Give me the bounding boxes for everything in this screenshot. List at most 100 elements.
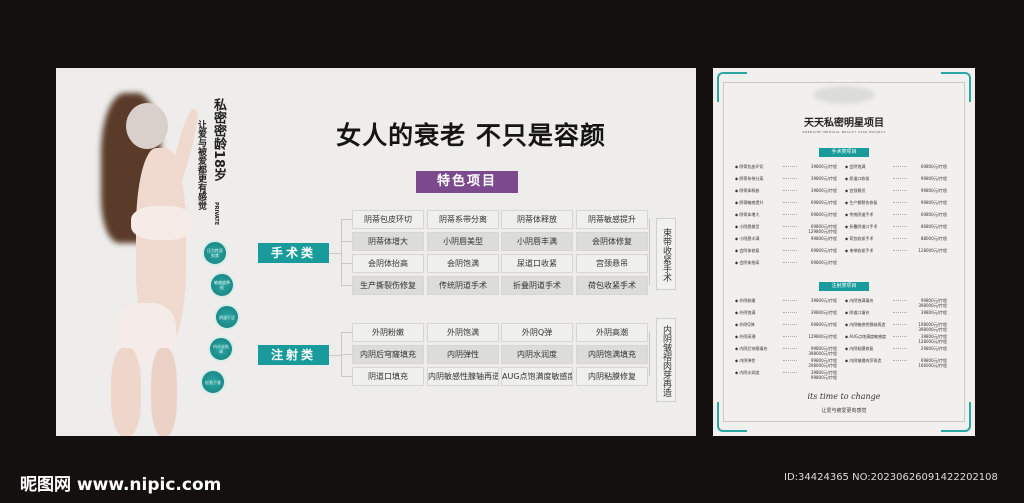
connector-line	[341, 376, 352, 377]
dotted-leader	[783, 248, 797, 251]
price-item-name: ◆ 外阴高潮	[735, 334, 756, 339]
project-cell: 内阴粘膜修复	[576, 367, 648, 386]
price-item: ◆ 外阴高潮 129800元/疗程	[735, 334, 837, 345]
price-item-name: ◆ 小阴唇美型	[735, 224, 760, 229]
project-cell: 阴蒂体增大	[352, 232, 424, 251]
price-value: 39800元/疗程	[810, 176, 837, 181]
featured-badge: 特色项目	[416, 171, 518, 193]
dotted-leader	[783, 322, 797, 325]
dotted-leader	[783, 370, 797, 373]
watermark-logo: 昵图网 www.nipic.com	[20, 475, 222, 495]
connector-line	[341, 354, 352, 355]
dotted-leader	[893, 224, 907, 227]
price-item: ◆ 会阴饱满 69800元/疗程	[845, 164, 947, 175]
project-cell: 小阴唇美型	[427, 232, 499, 251]
dotted-leader	[783, 298, 797, 301]
price-value: 69800元/疗程	[810, 200, 837, 205]
price-item-name: ◆ 束带收紧手术	[845, 248, 874, 253]
symptom-circle: 压力性尿失禁	[202, 240, 228, 266]
headline: 女人的衰老 不只是容颜	[336, 121, 606, 150]
price-value: 129800元/疗程	[808, 334, 837, 339]
dotted-leader	[893, 358, 907, 361]
price-item: ◆ 束带收紧手术 128000元/疗程	[845, 248, 947, 259]
price-item-name: ◆ 折叠阴道口手术	[845, 224, 878, 229]
dotted-leader	[893, 236, 907, 239]
surgery-category-label: 手术类	[258, 243, 329, 263]
price-item-name: ◆ 荷包收紧手术	[845, 236, 874, 241]
price-item: ◆ AUG点饱满度敏感度 39800元/疗程 128000元/疗程	[845, 334, 947, 345]
price-item: ◆ 内阴皱褶肉芽再造 69800元/疗程 166000元/疗程	[845, 358, 947, 369]
price-item: ◆ 小阴唇美型 69800元/疗程 129800元/疗程	[735, 224, 837, 235]
symptom-circle: 松弛下垂	[200, 369, 226, 395]
price-item-name: ◆ 外阴Q弹	[735, 322, 755, 327]
price-item: ◆ 外阴饱满 39800元/疗程	[735, 310, 837, 321]
price-value: 99800元/疗程 398000元/疗程	[918, 298, 947, 308]
price-value: 39800元/疗程 99800元/疗程	[810, 370, 837, 380]
project-cell: 外阴饱满	[427, 323, 499, 342]
price-item-name: ◆ AUG点饱满度敏感度	[845, 334, 887, 339]
connector-line	[329, 253, 341, 254]
corner-ornament	[717, 402, 747, 432]
project-cell: 阴蒂体释放	[501, 210, 573, 229]
price-item-name: ◆ 内阴后穹窿填充	[735, 346, 768, 351]
price-item-name: ◆ 会阴体抬高	[735, 260, 760, 265]
price-value: 69800元/疗程	[920, 164, 947, 169]
price-value: 39800元/疗程	[810, 310, 837, 315]
price-item-name: ◆ 阴蒂包皮环切	[735, 164, 764, 169]
project-cell: 荷包收紧手术	[576, 276, 648, 295]
price-item-name: ◆ 内阴弹性	[735, 358, 756, 363]
price-value: 99800元/疗程	[920, 200, 947, 205]
dotted-leader	[783, 334, 797, 337]
price-item-name: ◆ 内阴饱满填充	[845, 298, 874, 303]
dotted-leader	[783, 164, 797, 167]
dotted-leader	[783, 236, 797, 239]
project-cell: 阴道口填充	[352, 367, 424, 386]
price-value: 39800元/疗程	[920, 310, 947, 315]
dotted-leader	[893, 188, 907, 191]
dotted-leader	[783, 200, 797, 203]
corner-ornament	[941, 402, 971, 432]
project-cell: AUG点饱满度敏感度	[501, 367, 573, 386]
project-cell: 阴蒂包皮环切	[352, 210, 424, 229]
project-cell: 生产撕裂伤修复	[352, 276, 424, 295]
price-value: 128000元/疗程	[918, 248, 947, 253]
script-text: its time to change	[807, 392, 881, 401]
price-value: 86800元/疗程	[920, 224, 947, 229]
dotted-leader	[893, 346, 907, 349]
logo-placeholder	[813, 86, 875, 104]
price-value: 39800元/疗程	[810, 188, 837, 193]
dotted-leader	[893, 164, 907, 167]
price-item-name: ◆ 宫颈悬吊	[845, 188, 866, 193]
price-value: 69800元/疗程 166000元/疗程	[918, 358, 947, 368]
slogan-sub: 让爱与被爱都更有感觉	[196, 120, 206, 210]
dotted-leader	[783, 358, 797, 361]
sheet-title: 天天私密明星项目	[804, 118, 884, 129]
price-value: 39800元/疗程	[810, 298, 837, 303]
corner-ornament	[941, 72, 971, 102]
price-item-name: ◆ 会阴饱满	[845, 164, 866, 169]
price-item: ◆ 内阴饱满填充 99800元/疗程 398000元/疗程	[845, 298, 947, 309]
price-item-name: ◆ 外阴饱满	[735, 310, 756, 315]
project-cell: 会阴饱满	[427, 254, 499, 273]
price-value: 69800元/疗程 129800元/疗程	[808, 224, 837, 234]
price-value: 198000元/疗程 398000元/疗程	[918, 322, 947, 332]
dotted-leader	[893, 176, 907, 179]
price-item-name: ◆ 内阴皱褶肉芽再造	[845, 358, 882, 363]
injection-section-label: 注射类项目	[819, 282, 869, 291]
price-item-name: ◆ 阴蒂体释放	[735, 188, 760, 193]
model-photo	[81, 88, 202, 436]
price-value: 39800元/疗程 128000元/疗程	[918, 334, 947, 344]
project-cell: 阴蒂系带分离	[427, 210, 499, 229]
